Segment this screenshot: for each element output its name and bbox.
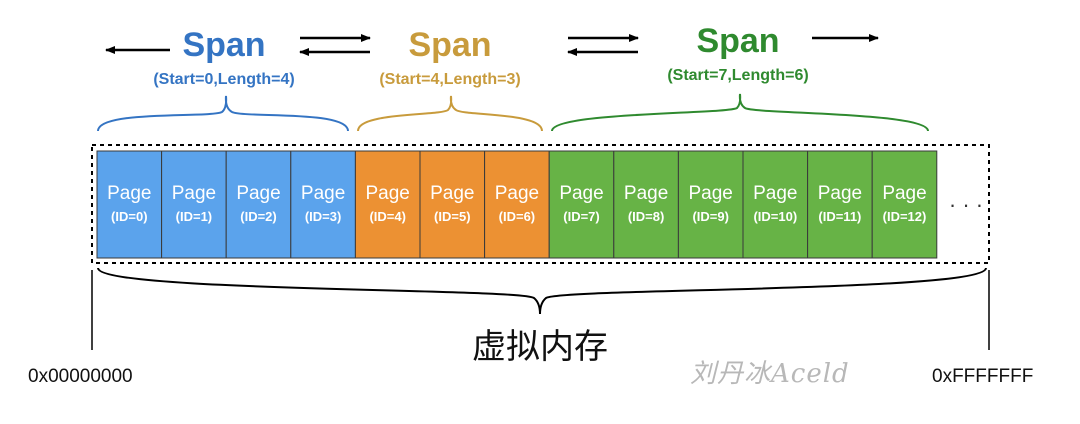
page-cell: Page (ID=2) [225, 150, 292, 259]
page-id-label: (ID=4) [369, 209, 405, 224]
page-id-label: (ID=5) [434, 209, 470, 224]
page-id-label: (ID=10) [753, 209, 797, 224]
watermark: 刘丹冰Aceld [690, 359, 850, 389]
memory-brace [97, 267, 987, 315]
span-subtitle: (Start=0,Length=4) [153, 71, 294, 88]
page-cell: Page (ID=4) [354, 150, 421, 259]
page-cell-box [807, 150, 873, 259]
page-cell: Page (ID=7) [548, 150, 615, 259]
page-id-label: (ID=8) [628, 209, 664, 224]
page-cell-box [419, 150, 486, 259]
page-cell-box [613, 150, 679, 259]
ellipsis: · · · [949, 192, 983, 217]
span-title: Span [696, 22, 779, 60]
page-cell: Page (ID=12) [871, 150, 938, 259]
memory-border [91, 144, 990, 264]
span-link-arrows [105, 34, 879, 56]
span-braces [97, 93, 929, 132]
page-label: Page [882, 183, 926, 204]
page-id-label: (ID=3) [305, 209, 341, 224]
span-header-1: Span (Start=4,Length=3) [379, 26, 520, 88]
page-id-label: (ID=12) [883, 209, 927, 224]
page-cell-box [225, 150, 292, 259]
page-label: Page [236, 183, 280, 204]
page-label: Page [818, 183, 862, 204]
page-label: Page [172, 183, 216, 204]
page-cell-box [677, 150, 744, 259]
span-subtitle: (Start=7,Length=6) [667, 67, 808, 84]
span-title: Span [182, 26, 265, 64]
span-brace-0 [97, 95, 349, 132]
page-id-label: (ID=11) [818, 209, 861, 224]
page-label: Page [495, 183, 539, 204]
page-cell-box [742, 150, 809, 259]
page-label: Page [624, 183, 668, 204]
page-label: Page [559, 183, 603, 204]
page-cell: Page (ID=1) [161, 150, 227, 259]
span-header-2: Span (Start=7,Length=6) [667, 22, 808, 84]
page-cell: Page (ID=0) [96, 150, 163, 259]
page-id-label: (ID=9) [692, 209, 728, 224]
page-id-label: (ID=6) [499, 209, 535, 224]
page-cell: Page (ID=10) [742, 150, 809, 259]
page-id-label: (ID=2) [240, 209, 276, 224]
memory-label: 虚拟内存 [472, 327, 608, 367]
span-brace-2 [551, 93, 929, 132]
page-cell: Page (ID=6) [484, 150, 550, 259]
page-id-label: (ID=7) [563, 209, 599, 224]
page-label: Page [107, 183, 151, 204]
page-cell: Page (ID=3) [290, 150, 356, 259]
page-cell: Page (ID=8) [613, 150, 679, 259]
page-cell-box [484, 150, 550, 259]
pages-row: Page (ID=0) Page (ID=1) Page (ID=2) Page (ID=3)… [96, 150, 938, 259]
page-cell: Page (ID=5) [419, 150, 486, 259]
page-cell-box [96, 150, 163, 259]
page-cell: Page (ID=11) [807, 150, 873, 259]
page-cell-box [161, 150, 227, 259]
page-label: Page [430, 183, 474, 204]
span-title: Span [408, 26, 491, 64]
page-cell-box [871, 150, 938, 259]
page-label: Page [366, 183, 410, 204]
address-start: 0x00000000 [28, 366, 133, 387]
span-header-0: Span (Start=0,Length=4) [153, 26, 294, 88]
span-subtitle: (Start=4,Length=3) [379, 71, 520, 88]
page-cell-box [548, 150, 615, 259]
page-id-label: (ID=0) [111, 209, 147, 224]
page-label: Page [689, 183, 733, 204]
address-end: 0xFFFFFFF [932, 366, 1033, 387]
page-cell-box [290, 150, 356, 259]
page-id-label: (ID=1) [176, 209, 212, 224]
page-cell-box [354, 150, 421, 259]
span-brace-1 [357, 95, 543, 132]
page-label: Page [301, 183, 345, 204]
page-cell: Page (ID=9) [677, 150, 744, 259]
page-label: Page [753, 183, 797, 204]
